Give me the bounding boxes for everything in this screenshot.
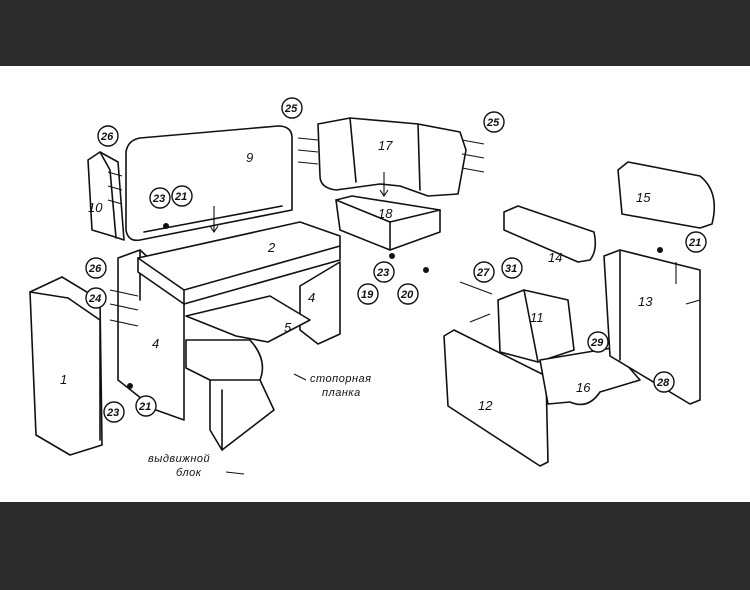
fasteners bbox=[107, 137, 663, 389]
part-12-front-panel bbox=[443, 329, 549, 467]
part-5-floor bbox=[185, 295, 311, 343]
svg-text:31: 31 bbox=[505, 263, 517, 275]
label-part-9: 9 bbox=[246, 150, 253, 165]
part-9-backrest bbox=[125, 125, 293, 242]
label-part-5: 5 bbox=[284, 320, 292, 335]
callout-26-b: 26 bbox=[85, 257, 107, 279]
svg-text:23: 23 bbox=[152, 193, 165, 205]
svg-text:21: 21 bbox=[174, 191, 187, 203]
svg-text:27: 27 bbox=[476, 267, 490, 279]
svg-text:29: 29 bbox=[590, 337, 604, 349]
svg-text:21: 21 bbox=[138, 401, 151, 413]
label-part-18: 18 bbox=[378, 206, 393, 221]
label-part-14: 14 bbox=[548, 250, 562, 265]
label-part-4-left: 4 bbox=[152, 336, 159, 351]
drawer-label-1: выдвижной bbox=[148, 453, 210, 465]
svg-text:24: 24 bbox=[88, 293, 101, 305]
label-part-10: 10 bbox=[88, 200, 103, 215]
callout-21-c: 21 bbox=[685, 231, 707, 253]
label-part-16: 16 bbox=[576, 380, 591, 395]
label-part-4-right: 4 bbox=[308, 290, 315, 305]
svg-text:25: 25 bbox=[486, 117, 500, 129]
callout-21-b: 21 bbox=[135, 395, 157, 417]
part-13-side-panel bbox=[603, 249, 701, 405]
drawer-block bbox=[185, 339, 275, 451]
part-11-inner-frame bbox=[497, 289, 575, 363]
svg-text:25: 25 bbox=[284, 103, 298, 115]
part-2-seat bbox=[137, 221, 341, 305]
label-part-13: 13 bbox=[638, 294, 653, 309]
part-1-side-panel bbox=[29, 276, 103, 456]
callout-23-c: 23 bbox=[103, 401, 125, 423]
callout-21-a: 21 bbox=[171, 185, 193, 207]
part-17-corner-backrest bbox=[317, 117, 467, 197]
label-part-17: 17 bbox=[378, 138, 393, 153]
svg-text:28: 28 bbox=[656, 377, 670, 389]
callout-29: 29 bbox=[587, 331, 609, 353]
label-part-11: 11 bbox=[530, 310, 544, 325]
callout-28: 28 bbox=[653, 371, 675, 393]
assembly-arrows bbox=[209, 172, 701, 323]
part-16-bottom bbox=[539, 347, 641, 406]
svg-text:19: 19 bbox=[361, 289, 374, 301]
callout-31: 31 bbox=[501, 257, 523, 279]
part-15-backrest bbox=[617, 161, 716, 229]
callout-19: 19 bbox=[357, 283, 379, 305]
label-part-15: 15 bbox=[636, 190, 651, 205]
callout-20: 20 bbox=[397, 283, 419, 305]
callout-24: 24 bbox=[85, 287, 107, 309]
label-part-12: 12 bbox=[478, 398, 493, 413]
label-part-1: 1 bbox=[60, 372, 67, 387]
callout-26-a: 26 bbox=[97, 125, 119, 147]
stopper-label-2: планка bbox=[322, 387, 361, 399]
svg-text:20: 20 bbox=[400, 289, 414, 301]
svg-text:21: 21 bbox=[688, 237, 701, 249]
svg-text:23: 23 bbox=[376, 267, 389, 279]
callout-23-a: 23 bbox=[149, 187, 171, 209]
part-10-armrest bbox=[87, 151, 125, 241]
svg-text:26: 26 bbox=[88, 263, 102, 275]
label-part-2: 2 bbox=[267, 240, 276, 255]
callout-23-b: 23 bbox=[373, 261, 395, 283]
callout-27: 27 bbox=[473, 261, 495, 283]
stopper-label-1: стопорная bbox=[310, 373, 372, 385]
part-14-lid bbox=[503, 205, 597, 263]
svg-text:23: 23 bbox=[106, 407, 119, 419]
part-18-corner-seat bbox=[335, 195, 441, 251]
drawer-label-2: блок bbox=[176, 467, 202, 479]
drawer-leader bbox=[225, 471, 245, 475]
svg-text:26: 26 bbox=[100, 131, 114, 143]
callout-25-a: 25 bbox=[281, 97, 303, 119]
stopper-leader bbox=[293, 373, 307, 381]
callout-25-b: 25 bbox=[483, 111, 505, 133]
